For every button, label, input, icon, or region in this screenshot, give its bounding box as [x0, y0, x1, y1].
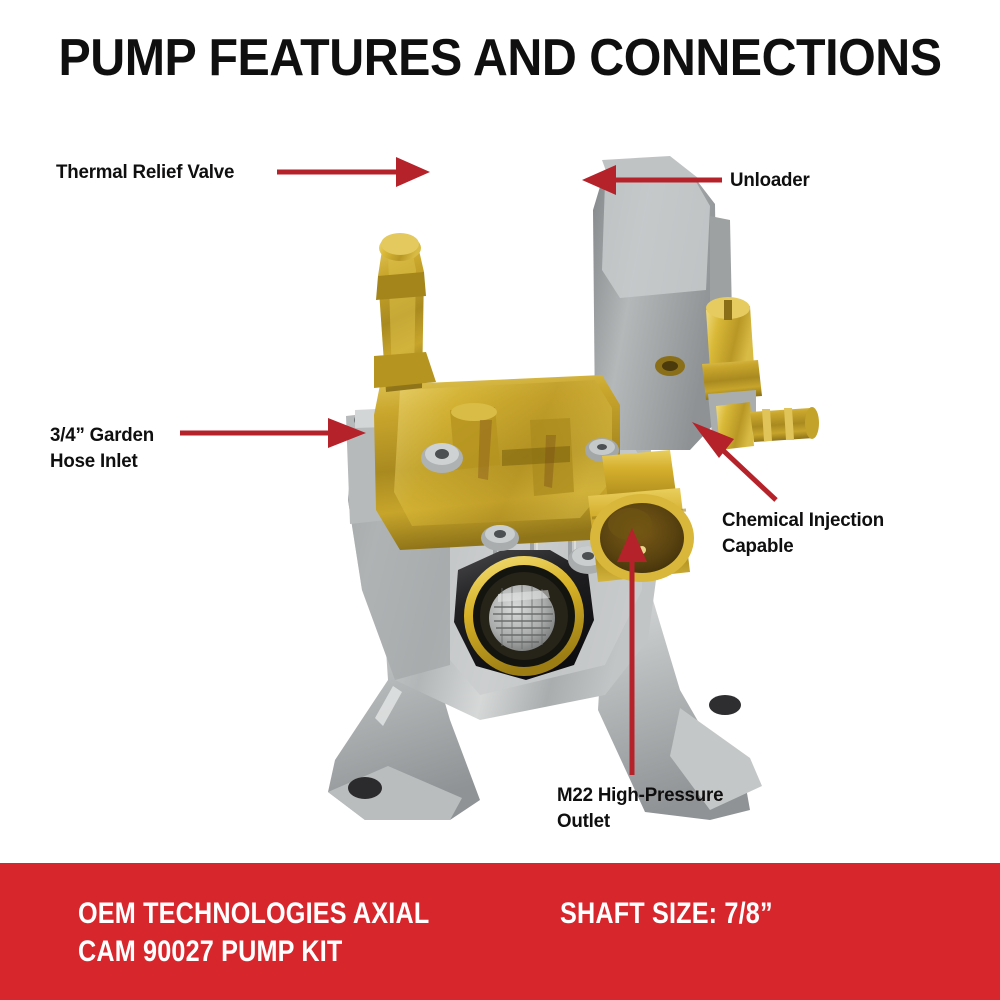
callout-line: 3/4” Garden — [50, 424, 155, 446]
footer-product-name: OEM TECHNOLOGIES AXIAL CAM 90027 PUMP KI… — [78, 895, 429, 972]
garden-hose-inlet — [454, 550, 594, 680]
callout-garden-hose-inlet: 3/4” Garden Hose Inlet — [50, 423, 154, 475]
callout-line: M22 High-Pressure — [557, 784, 724, 806]
footer-line: OEM TECHNOLOGIES AXIAL — [78, 897, 430, 930]
product-image — [150, 120, 850, 840]
thermal-relief-valve — [374, 233, 436, 392]
callout-line: Capable — [722, 534, 794, 557]
callout-line: Chemical Injection — [722, 509, 884, 531]
callout-chemical-injection: Chemical Injection Capable — [722, 508, 884, 560]
callout-line: Hose Inlet — [50, 449, 138, 472]
callout-thermal-relief-valve: Thermal Relief Valve — [56, 160, 234, 186]
page-title: PUMP FEATURES AND CONNECTIONS — [58, 29, 942, 87]
callout-m22-outlet: M22 High-Pressure Outlet — [557, 783, 724, 835]
footer-shaft-size: SHAFT SIZE: 7/8” — [560, 895, 773, 933]
chemical-injection-barb — [716, 402, 819, 450]
footer-line: SHAFT SIZE: 7/8” — [560, 897, 773, 930]
footer-banner: OEM TECHNOLOGIES AXIAL CAM 90027 PUMP KI… — [0, 863, 1000, 1000]
hex-bolt — [481, 525, 519, 551]
pump-illustration — [328, 156, 819, 820]
hex-bolt — [421, 443, 463, 473]
callout-line: Unloader — [730, 169, 810, 191]
unloader-block — [593, 156, 732, 450]
brass-manifold — [374, 375, 620, 550]
callout-line: Thermal Relief Valve — [56, 161, 235, 183]
callout-unloader: Unloader — [730, 168, 810, 194]
callout-line: Outlet — [557, 809, 610, 832]
footer-line: CAM 90027 PUMP KIT — [78, 935, 343, 969]
